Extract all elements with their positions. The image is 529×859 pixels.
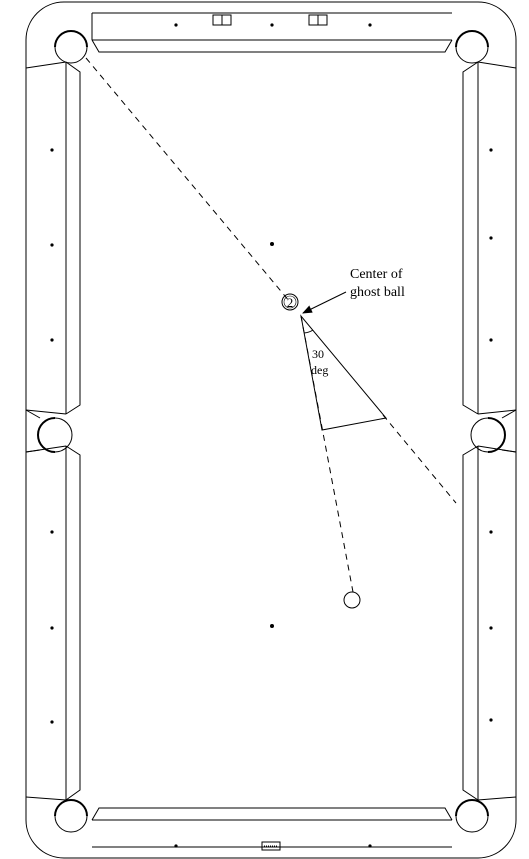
angle-construction <box>300 314 387 431</box>
pocket-bottom-left <box>54 799 88 833</box>
table-frame <box>25 1 517 859</box>
top-cushion <box>91 12 453 53</box>
object-ball-path <box>85 57 291 303</box>
pocket-top-left <box>25 13 93 68</box>
pocket-side-left <box>25 409 73 453</box>
pocket-side-right <box>470 409 517 453</box>
right-lower-cushion <box>462 445 517 801</box>
left-upper-cushion <box>25 61 81 415</box>
annotation-line-1: Center of <box>350 267 403 282</box>
angle-triangle <box>300 314 387 431</box>
shot-lines <box>85 57 457 593</box>
object-ball-number: 2 <box>287 295 294 310</box>
foot-spot <box>270 624 274 628</box>
pocket-top-right <box>455 30 489 64</box>
annotation-arrow <box>302 291 347 314</box>
cue-ball-deflection-path <box>382 414 457 504</box>
outer-rail <box>25 1 517 859</box>
right-upper-cushion <box>462 61 517 415</box>
bottom-cushion <box>91 807 453 848</box>
left-lower-cushion <box>25 445 81 801</box>
pocket-bottom-right <box>455 799 489 833</box>
angle-arc <box>303 329 314 334</box>
angle-value: 30 <box>312 347 324 361</box>
head-spot <box>270 242 274 246</box>
rail-diamonds <box>50 23 493 848</box>
cue-ball <box>343 591 361 609</box>
bottom-rail-plate <box>261 841 281 851</box>
annotation-line-2: ghost ball <box>350 285 405 300</box>
angle-unit: deg <box>311 363 328 377</box>
object-ball: 2 <box>281 293 299 311</box>
